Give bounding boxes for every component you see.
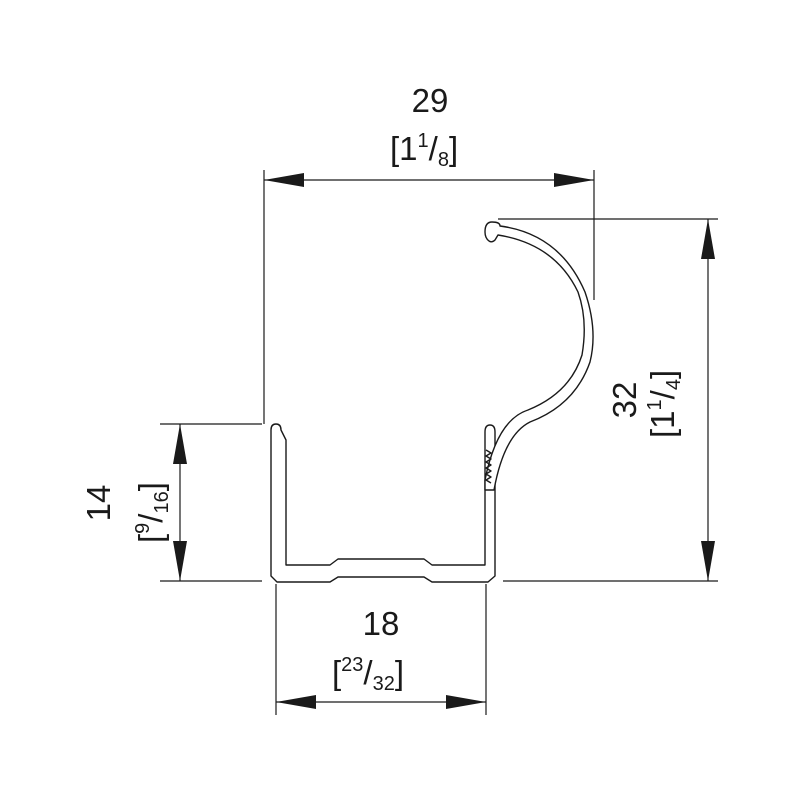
- arrow-head: [173, 541, 187, 581]
- right-height-label: 32 [11/4]: [606, 370, 685, 438]
- grip-lip: [484, 221, 594, 491]
- arrow-head: [446, 695, 486, 709]
- left-height-inch: [9/16]: [132, 482, 173, 543]
- top-width-label: 29 [11/8]: [390, 82, 458, 171]
- top-width-mm: 29: [412, 82, 449, 119]
- bottom-width-inch: [23/32]: [332, 654, 404, 695]
- grip-serration: [485, 449, 492, 484]
- arrow-head: [264, 173, 304, 187]
- arrow-head: [701, 219, 715, 259]
- arrow-head: [276, 695, 316, 709]
- bottom-width-label: 18 [23/32]: [332, 605, 404, 695]
- right-height-inch: [11/4]: [644, 370, 685, 438]
- left-height-mm: 14: [80, 485, 117, 522]
- bottom-width-mm: 18: [363, 605, 400, 642]
- right-height-mm: 32: [606, 382, 643, 419]
- arrow-head: [173, 424, 187, 464]
- left-height-label: 14 [9/16]: [80, 482, 173, 543]
- dimension-lines: [173, 173, 715, 709]
- top-width-inch: [11/8]: [390, 130, 458, 171]
- arrow-head: [701, 541, 715, 581]
- extension-lines: [160, 170, 718, 715]
- channel-body: [270, 423, 496, 583]
- handle-profile: [270, 221, 594, 583]
- arrow-head: [554, 173, 594, 187]
